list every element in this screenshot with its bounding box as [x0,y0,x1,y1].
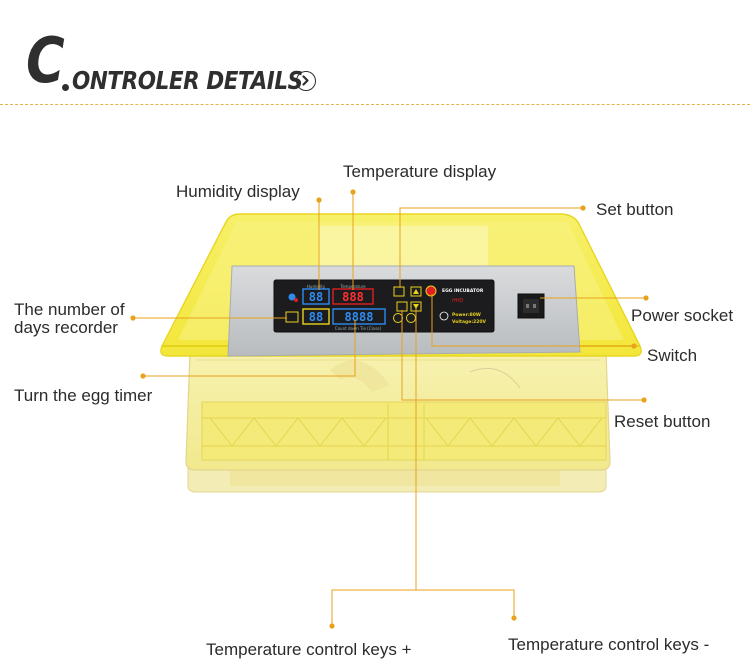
label-days-recorder-line1: The number of [14,300,125,319]
label-turn-egg-timer: Turn the egg timer [14,386,153,405]
label-temp-keys-plus: Temperature control keys + [206,640,412,659]
label-reset-button: Reset button [614,412,711,431]
brand-info: EGG INCUBATOR HHD Power:80W Voltage:220V [439,288,487,325]
humidity-digits: 88 [309,290,323,304]
humidity-display: 88 Humidity [302,284,330,305]
down-arrow-icon [413,304,419,309]
temperature-digits: 888 [342,290,364,304]
label-set-button: Set button [596,200,674,219]
turn-button[interactable] [406,313,416,323]
label-days-recorder-line2: days recorder [14,318,118,337]
set-button[interactable] [393,286,405,297]
section-header: C ONTROLER DETAILS [0,0,750,110]
incubator-base [187,467,607,493]
heading-text: ONTROLER DETAILS [72,66,303,95]
reset-button[interactable] [396,301,408,312]
humidity-caption: Humidity [307,284,326,289]
leader-lines [133,192,646,626]
label-switch: Switch [647,346,698,365]
power-switch-button[interactable] [425,285,437,297]
countdown-caption: Count down Tie (Close) [335,326,382,331]
timer-digits: 8888 [345,310,374,324]
label-temp-keys-minus: Temperature control keys - [508,635,710,654]
header-divider [0,104,750,105]
label-humidity-display: Humidity display [176,182,300,201]
incubator-body [185,351,611,471]
timer-button[interactable] [393,313,403,323]
up-arrow-icon [413,289,419,294]
brand-title: EGG INCUBATOR [442,288,484,294]
increase-button[interactable] [410,286,422,297]
days-display: 88 [285,308,330,325]
voltage-rating: Voltage:220V [452,319,487,325]
label-temperature-display: Temperature display [343,162,497,181]
panel-icons [288,293,298,302]
days-digits: 88 [309,310,323,324]
heading-initial: C [26,24,65,97]
label-power-socket: Power socket [631,306,734,325]
ce-mark-icon [439,311,449,321]
heading-dot [62,84,69,91]
temperature-icon [294,298,298,302]
timer-display: 8888 Count down Tie (Close) [332,308,386,331]
humidity-icon [288,293,296,301]
power-rating: Power:80W [452,312,481,318]
chevron-right-circle-icon[interactable] [296,71,316,91]
leader-dots [130,189,649,629]
brand-name: HHD [452,298,464,304]
